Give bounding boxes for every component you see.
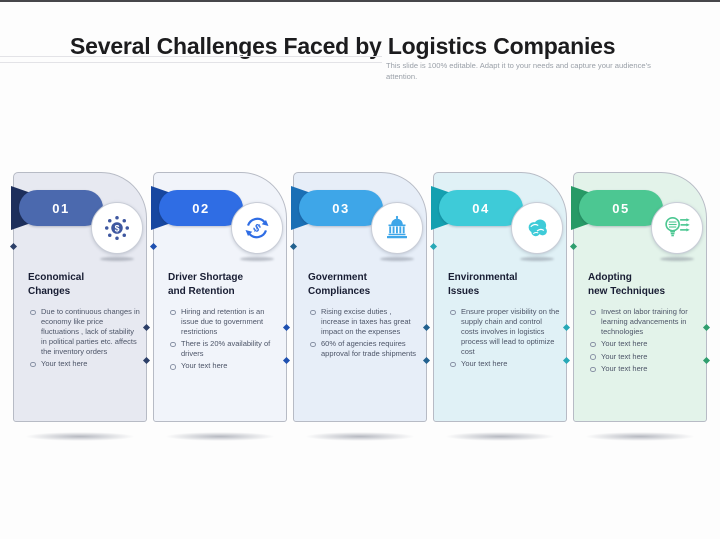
- badge-number: 01: [52, 200, 70, 216]
- number-badge: 05: [579, 190, 663, 226]
- bullet-item: Rising excise duties , increase in taxes…: [308, 307, 421, 337]
- card-body: Environmental Issues Ensure proper visib…: [434, 271, 568, 371]
- card-ground-shadow: [165, 432, 275, 441]
- number-badge: 03: [299, 190, 383, 226]
- idea-bulb-icon: [651, 202, 703, 254]
- challenge-cards-row: 01 $: [9, 172, 711, 472]
- card-bullets: Due to continuous changes in economy lik…: [28, 307, 141, 369]
- page-title-regular: by Logistics Companies: [349, 33, 616, 60]
- government-building-icon: [371, 202, 423, 254]
- number-badge: 04: [439, 190, 523, 226]
- bullet-item: Your text here: [588, 352, 701, 362]
- money-transfer-icon: $: [231, 202, 283, 254]
- bullet-item: Hiring and retention is an issue due to …: [168, 307, 281, 337]
- bullet-item: Invest on labor training for learning ad…: [588, 307, 701, 337]
- bullet-item: Your text here: [448, 359, 561, 369]
- bullet-item: 60% of agencies requires approval for tr…: [308, 339, 421, 359]
- diamond-marker: [289, 242, 298, 251]
- card-environmental-issues: 04: [429, 172, 571, 472]
- card-body: Adopting new Techniques Invest on labor …: [574, 271, 708, 376]
- card-panel: 01 $: [9, 172, 151, 422]
- bullet-item: Your text here: [28, 359, 141, 369]
- card-economical-changes: 01 $: [9, 172, 151, 472]
- title-divider: [0, 56, 382, 63]
- card-title: Environmental Issues: [448, 272, 518, 297]
- card-adopting-new-techniques: 05: [569, 172, 711, 472]
- badge-number: 03: [332, 200, 350, 216]
- card-title: Government Compliances: [308, 272, 371, 297]
- card-ground-shadow: [585, 432, 695, 441]
- card-ground-shadow: [25, 432, 135, 441]
- diamond-marker: [149, 242, 158, 251]
- environment-globe-icon: [511, 202, 563, 254]
- badge-number: 04: [472, 200, 490, 216]
- card-title: Driver Shortage and Retention: [168, 272, 244, 297]
- card-ground-shadow: [305, 432, 415, 441]
- badge-number: 05: [612, 200, 630, 216]
- card-panel: 04: [429, 172, 571, 422]
- icon-shadow: [380, 257, 414, 261]
- badge-number: 02: [192, 200, 210, 216]
- page-title-bold: Several Challenges Faced: [70, 33, 350, 60]
- number-badge: 02: [159, 190, 243, 226]
- icon-shadow: [660, 257, 694, 261]
- bullet-item: Your text here: [588, 339, 701, 349]
- diamond-marker: [9, 242, 18, 251]
- card-bullets: Rising excise duties , increase in taxes…: [308, 307, 421, 359]
- card-title: Adopting new Techniques: [588, 272, 666, 297]
- icon-shadow: [100, 257, 134, 261]
- slide-subtitle: This slide is 100% editable. Adapt it to…: [386, 60, 651, 81]
- page-title: Several Challenges Faced by Logistics Co…: [70, 33, 616, 60]
- bullet-item: There is 20% availability of drivers: [168, 339, 281, 359]
- card-government-compliances: 03: [289, 172, 431, 472]
- bullet-item: Your text here: [588, 364, 701, 374]
- card-body: Driver Shortage and Retention Hiring and…: [154, 271, 288, 374]
- bullet-item: Your text here: [168, 361, 281, 371]
- card-bullets: Ensure proper visibility on the supply c…: [448, 307, 561, 369]
- diamond-marker: [569, 242, 578, 251]
- dollar-coin-icon: $: [91, 202, 143, 254]
- diamond-marker: [429, 242, 438, 251]
- number-badge: 01: [19, 190, 103, 226]
- card-body: Economical Changes Due to continuous cha…: [14, 271, 148, 371]
- icon-shadow: [240, 257, 274, 261]
- bullet-item: Ensure proper visibility on the supply c…: [448, 307, 561, 356]
- card-title: Economical Changes: [28, 272, 85, 297]
- card-bullets: Invest on labor training for learning ad…: [588, 307, 701, 374]
- svg-text:$: $: [115, 223, 120, 233]
- card-panel: 02 $: [149, 172, 291, 422]
- card-body: Government Compliances Rising excise dut…: [294, 271, 428, 361]
- bullet-item: Due to continuous changes in economy lik…: [28, 307, 141, 356]
- card-driver-shortage: 02 $: [149, 172, 291, 472]
- card-panel: 03: [289, 172, 431, 422]
- slide-top-border: [0, 0, 720, 2]
- card-bullets: Hiring and retention is an issue due to …: [168, 307, 281, 371]
- icon-shadow: [520, 257, 554, 261]
- svg-text:$: $: [251, 222, 264, 236]
- card-panel: 05: [569, 172, 711, 422]
- card-ground-shadow: [445, 432, 555, 441]
